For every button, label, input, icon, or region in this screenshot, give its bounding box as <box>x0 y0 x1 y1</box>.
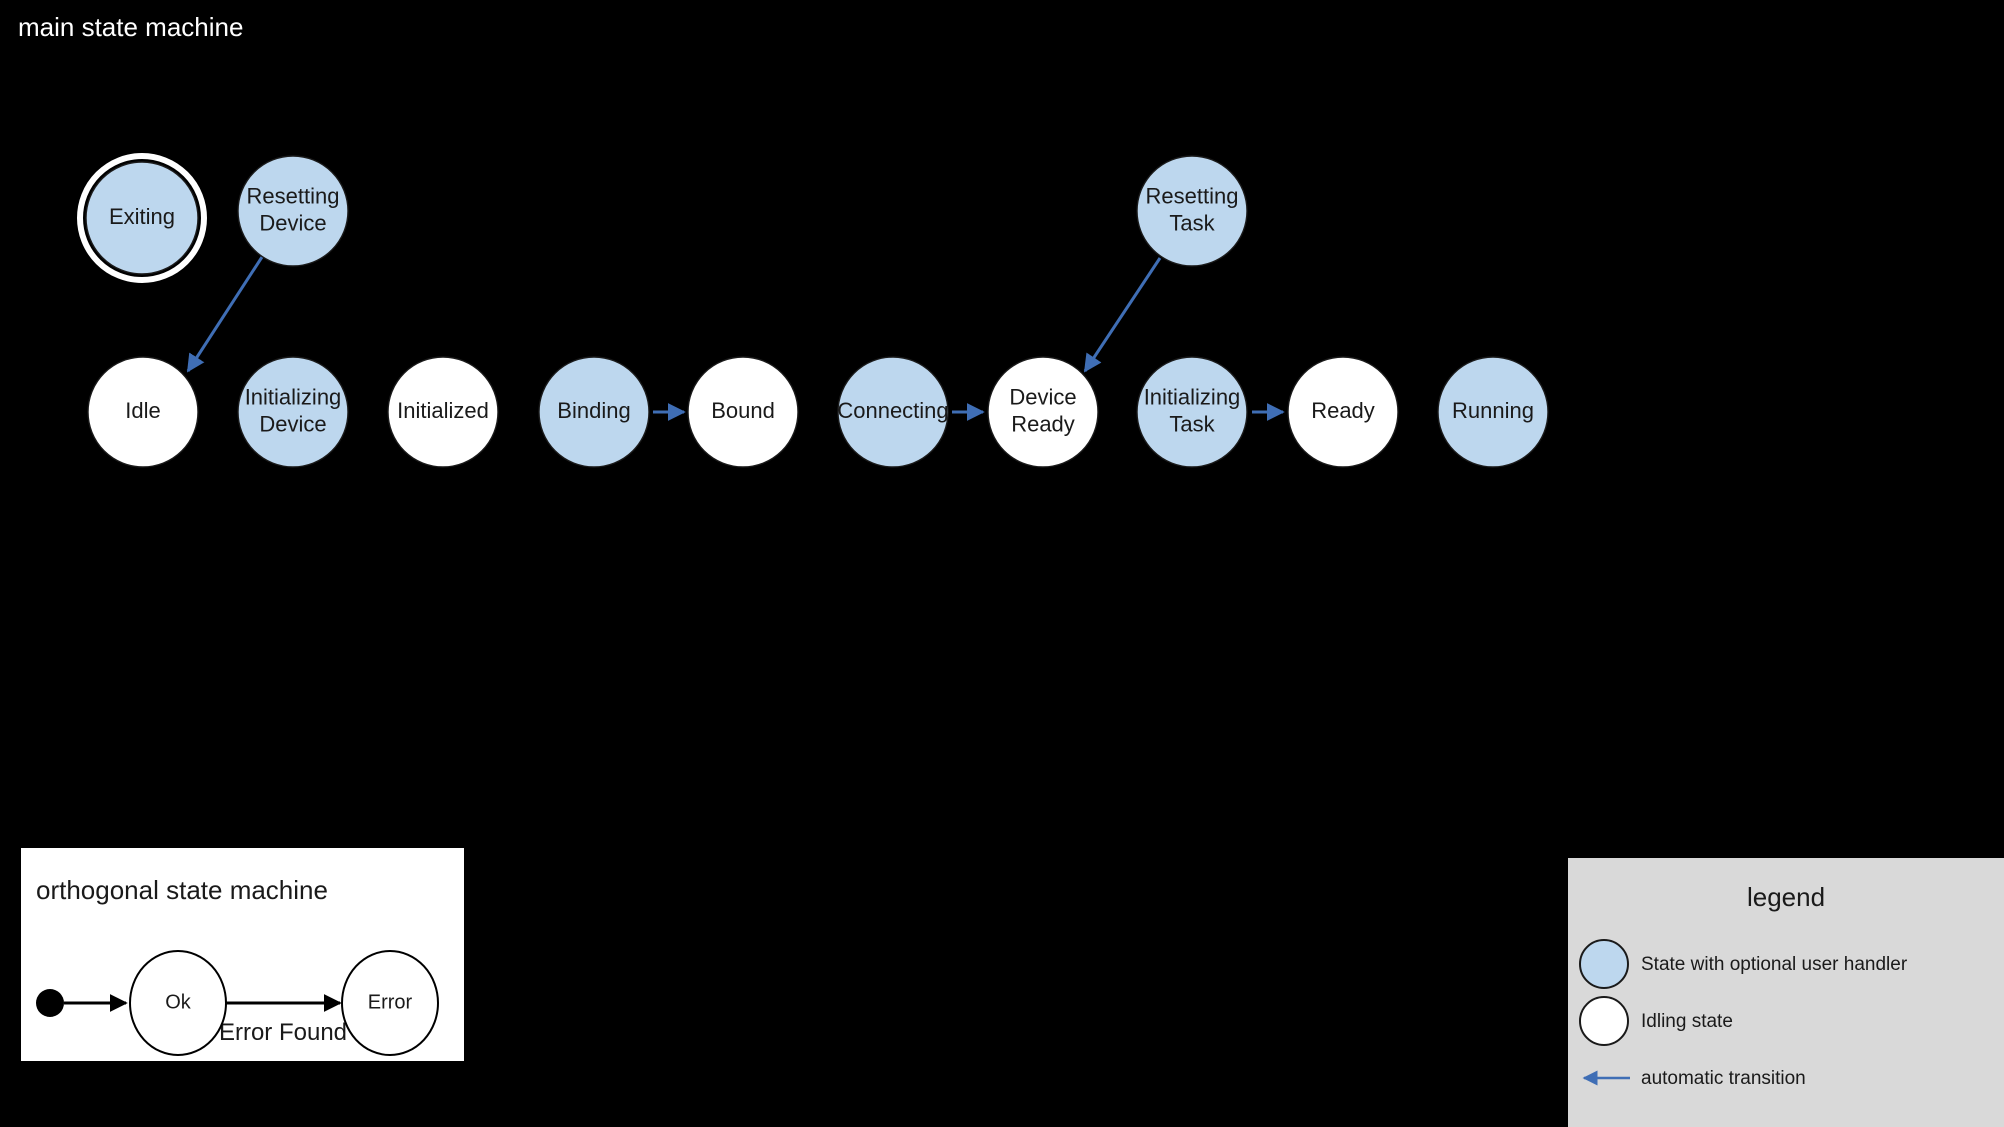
state-label: Connecting <box>837 398 948 423</box>
transition-arrow <box>186 256 264 373</box>
state-circle[interactable] <box>837 356 949 468</box>
state-label: Running <box>1452 398 1534 423</box>
state-label: Task <box>1169 411 1215 436</box>
legend-item-label: automatic transition <box>1641 1068 1806 1089</box>
ortho-state-label: Error <box>368 991 413 1013</box>
legend-item-label: State with optional user handler <box>1641 954 1908 975</box>
state-circle[interactable] <box>387 356 499 468</box>
transition-arrow <box>1083 257 1162 373</box>
state-circle[interactable] <box>538 356 650 468</box>
state-circle[interactable] <box>87 356 199 468</box>
main-states-group: ExitingResettingDeviceResettingTaskIdleI… <box>77 153 1549 468</box>
state-label: Device <box>1009 384 1076 409</box>
state-circle[interactable] <box>1136 356 1248 468</box>
page-title: main state machine <box>18 12 244 42</box>
main-transitions-group <box>186 256 1285 421</box>
state-label: Device <box>259 210 326 235</box>
legend-item-legend-handler-state: State with optional user handler <box>1579 939 1908 989</box>
transition-resetting-task-to-device-ready <box>1083 257 1162 373</box>
transition-resetting-device-to-idle <box>186 256 264 373</box>
state-label: Initializing <box>245 384 342 409</box>
orthogonal-panel-title: orthogonal state machine <box>36 875 328 905</box>
final-state-outer-ring <box>77 153 207 283</box>
state-node-ready[interactable]: Ready <box>1287 356 1399 468</box>
state-node-exiting[interactable]: Exiting <box>77 153 207 283</box>
legend-item-label: Idling state <box>1641 1011 1733 1032</box>
state-label: Device <box>259 411 326 436</box>
state-circle[interactable] <box>987 356 1099 468</box>
state-node-connecting[interactable]: Connecting <box>837 356 949 468</box>
state-label: Exiting <box>109 204 175 229</box>
state-circle[interactable] <box>237 155 349 267</box>
legend-title: legend <box>1747 882 1825 912</box>
state-circle[interactable] <box>1437 356 1549 468</box>
legend-idling-state-icon <box>1579 996 1629 1046</box>
initial-state-dot[interactable] <box>36 989 64 1017</box>
state-label: Initialized <box>397 398 489 423</box>
state-circle[interactable] <box>1136 155 1248 267</box>
ortho-transition-label: Error Found <box>219 1019 347 1046</box>
ortho-state-circle[interactable] <box>129 950 227 1056</box>
state-label: Resetting <box>247 183 340 208</box>
state-label: Resetting <box>1146 183 1239 208</box>
ortho-state-circle[interactable] <box>341 950 439 1056</box>
state-label: Binding <box>557 398 630 423</box>
ortho-state-ortho-error[interactable]: Error <box>341 950 439 1056</box>
legend-background <box>1568 858 2004 1127</box>
state-node-running[interactable]: Running <box>1437 356 1549 468</box>
state-node-idle[interactable]: Idle <box>87 356 199 468</box>
state-label: Task <box>1169 210 1215 235</box>
state-label: Ready <box>1311 398 1375 423</box>
state-label: Initializing <box>1144 384 1241 409</box>
state-node-initialized[interactable]: Initialized <box>387 356 499 468</box>
state-circle[interactable] <box>85 161 199 275</box>
ortho-state-label: Ok <box>165 991 192 1013</box>
ortho-state-ortho-ok[interactable]: Ok <box>129 950 227 1056</box>
state-label: Idle <box>125 398 160 423</box>
legend-item-legend-automatic-transition: automatic transition <box>1582 1068 1806 1089</box>
state-circle[interactable] <box>1287 356 1399 468</box>
state-label: Bound <box>711 398 775 423</box>
legend-item-legend-idling-state: Idling state <box>1579 996 1733 1046</box>
state-label: Ready <box>1011 411 1075 436</box>
state-node-bound[interactable]: Bound <box>687 356 799 468</box>
state-node-binding[interactable]: Binding <box>538 356 650 468</box>
legend-handler-state-icon <box>1579 939 1629 989</box>
state-circle[interactable] <box>687 356 799 468</box>
ortho-transition-ortho-ok-to-error: Error Found <box>219 994 347 1046</box>
state-circle[interactable] <box>237 356 349 468</box>
